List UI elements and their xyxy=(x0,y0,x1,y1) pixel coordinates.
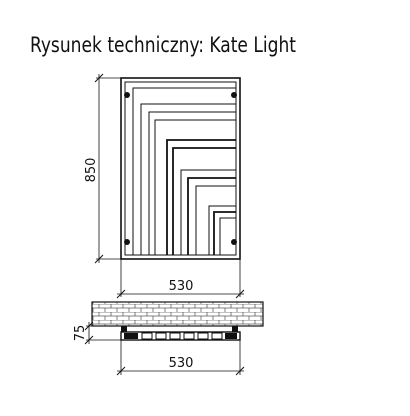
radiator-profile-tubes xyxy=(124,332,237,340)
depth-dimension: 75 xyxy=(73,321,121,345)
mount-point-top-right xyxy=(231,92,237,98)
bracket-right xyxy=(232,326,238,332)
front-view: 850 530 xyxy=(84,73,245,299)
top-width-label: 530 xyxy=(169,356,194,371)
height-dimension: 850 xyxy=(84,73,121,264)
top-view: 75 530 xyxy=(73,301,264,376)
mount-point-top-left xyxy=(124,92,130,98)
radiator-outer-frame xyxy=(120,77,241,260)
heating-tubes xyxy=(132,87,236,255)
front-width-label: 530 xyxy=(169,279,194,294)
radiator-profile xyxy=(120,331,241,341)
bracket-left xyxy=(121,326,127,332)
mount-point-bottom-right xyxy=(231,239,237,245)
top-width-dimension: 530 xyxy=(116,340,245,376)
drawing-title: Rysunek techniczny: Kate Light xyxy=(30,33,296,57)
wall-section xyxy=(91,301,264,327)
mount-point-bottom-left xyxy=(124,239,130,245)
depth-dimension-label: 75 xyxy=(73,325,88,342)
front-width-dimension: 530 xyxy=(116,259,245,299)
height-dimension-label: 850 xyxy=(84,158,99,183)
